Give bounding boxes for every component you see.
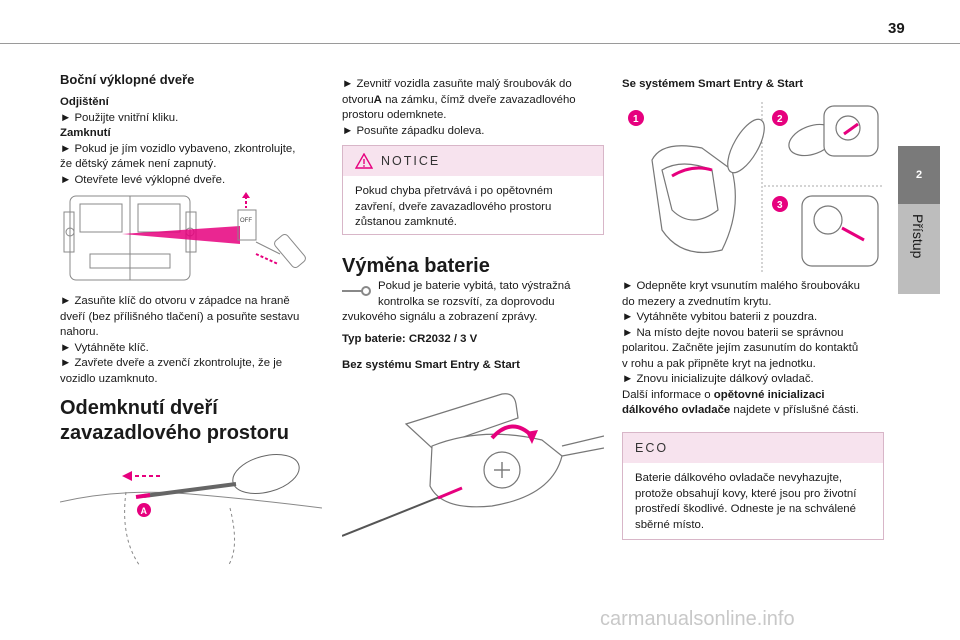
- chapter-label: Přístup: [910, 214, 926, 259]
- lock-line-1: ► Pokud je jím vozidlo vybaveno, zkontro…: [60, 142, 296, 155]
- smart-key-battery-illustration: 1 2 3: [628, 102, 884, 272]
- section-title-boot-1: Odemknutí dveří: [60, 397, 218, 419]
- notice-box: NOTICE Pokud chyba přetrvává i po opětov…: [342, 145, 604, 235]
- with-smart-entry-title: Se systémem Smart Entry & Start: [622, 78, 804, 90]
- unlock-line: ► Použijte vnitřní kliku.: [60, 111, 179, 124]
- section-title-boot-2: zavazadlového prostoru: [60, 422, 289, 444]
- boot-unlock-illustration: A: [60, 454, 322, 567]
- label-off: OFF: [240, 218, 252, 224]
- battery-type: Typ baterie: CR2032 / 3 V: [342, 333, 478, 345]
- section-title-battery: Výměna baterie: [342, 255, 490, 277]
- chapter-label-tab: Přístup: [898, 204, 940, 294]
- lock-line-2: že dětský zámek není zapnutý.: [60, 158, 217, 170]
- warning-icon: [355, 153, 373, 169]
- key-warning-icon: [342, 286, 371, 296]
- van-rear-illustration: OFF: [63, 192, 306, 281]
- page-number: 39: [888, 20, 905, 37]
- key-line-4: ► Vytáhněte klíč.: [60, 341, 149, 354]
- smart-key-instructions: ► Odepněte kryt vsunutím malého šroubová…: [622, 280, 860, 416]
- step-1-label: 1: [633, 114, 639, 125]
- boot-line-3: prostoru odemknete.: [342, 109, 447, 121]
- eco-box: ECO Baterie dálkového ovladače nevyhazuj…: [622, 432, 884, 540]
- notice-title: NOTICE: [381, 154, 441, 168]
- section-title-side-doors: Boční výklopné dveře: [60, 72, 195, 87]
- key-instructions: ► Zasuňte klíč do otvoru v západce na hr…: [60, 294, 318, 387]
- key-line-3: nahoru.: [60, 326, 99, 338]
- without-smart-entry-title: Bez systému Smart Entry & Start: [342, 359, 520, 371]
- header-rule: [0, 43, 960, 44]
- boot-line-1: ► Zevnitř vozidla zasuňte malý šroubovák…: [342, 78, 572, 90]
- watermark: carmanualsonline.info: [600, 608, 795, 630]
- step-2-label: 2: [777, 114, 783, 125]
- eco-title: ECO: [635, 441, 669, 455]
- lock-title: Zamknutí: [60, 127, 111, 139]
- key-line-2: dveří (bez přílišného tlačení) a posuňte…: [60, 310, 300, 323]
- key-fob-battery-illustration: [342, 393, 604, 537]
- label-a: A: [141, 506, 148, 516]
- eco-header: ECO: [623, 433, 883, 463]
- unlock-title: Odjištění: [60, 96, 109, 108]
- key-line-1: ► Zasuňte klíč do otvoru v západce na hr…: [60, 295, 290, 307]
- chapter-tab: 2: [898, 146, 940, 204]
- side-doors-text: Odjištění ► Použijte vnitřní kliku. Zamk…: [60, 95, 315, 188]
- battery-warning-text: Pokud je baterie vybitá, tato výstražná …: [342, 280, 571, 323]
- lock-line-3: ► Otevřete levé výklopné dveře.: [60, 173, 226, 186]
- key-line-5: ► Zavřete dveře a zvenčí zkontrolujte, ž…: [60, 357, 283, 369]
- boot-line-4: ► Posuňte západku doleva.: [342, 124, 485, 137]
- boot-instructions: ► Zevnitř vozidla zasuňte malý šroubovák…: [342, 77, 607, 139]
- eco-body: Baterie dálkového ovladače nevyhazujte, …: [635, 472, 857, 531]
- notice-body: Pokud chyba přetrvává i po opětovném zav…: [355, 185, 553, 228]
- notice-header: NOTICE: [343, 146, 603, 176]
- step-3-label: 3: [777, 200, 783, 211]
- boot-line-2: otvoruA na zámku, čímž dveře zavazadlové…: [342, 93, 576, 106]
- key-line-6: vozidlo uzamknuto.: [60, 372, 158, 385]
